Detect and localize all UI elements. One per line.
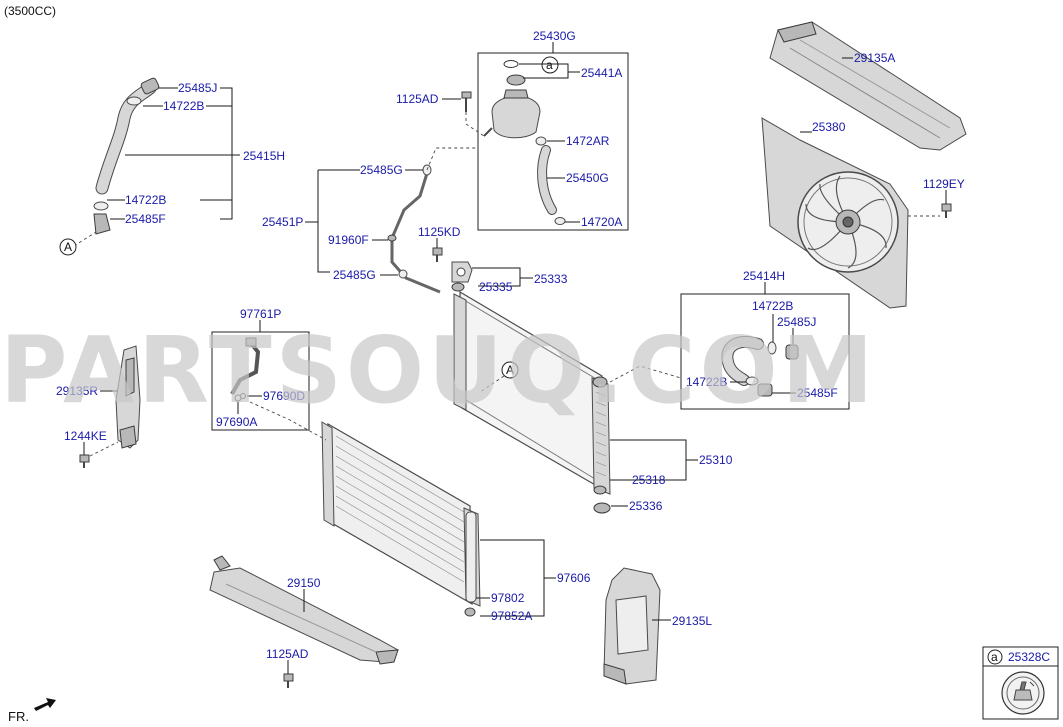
label-1125AD-top[interactable]: 1125AD [396, 92, 439, 106]
callout-A-left: A [59, 238, 77, 256]
leader-25441A [519, 63, 569, 79]
upper-hose-leaders [73, 87, 240, 247]
label-25451P[interactable]: 25451P [262, 215, 303, 229]
label-29135A[interactable]: 29135A [854, 51, 895, 65]
front-arrow-icon [34, 698, 56, 711]
label-14722B-right2[interactable]: 14722B [686, 375, 727, 389]
ac-line-97761P[interactable] [230, 337, 261, 402]
side-air-guard-29135L[interactable] [603, 567, 661, 685]
label-14722B-right[interactable]: 14722B [752, 299, 793, 313]
upper-hose-assembly[interactable] [93, 77, 160, 235]
label-1125AD-low[interactable]: 1125AD [266, 647, 309, 661]
under-cover-29150[interactable] [209, 555, 399, 665]
label-97761P[interactable]: 97761P [240, 307, 281, 321]
label-1472AR[interactable]: 1472AR [566, 134, 610, 148]
watermark: PARTSOUQ.COM [0, 317, 877, 424]
callout-A-center: A [501, 361, 519, 379]
label-25450G[interactable]: 25450G [566, 171, 609, 185]
label-25485F-low[interactable]: 25485F [125, 212, 166, 226]
label-25485J-top[interactable]: 25485J [178, 81, 217, 95]
mount-insulator-25336[interactable] [593, 502, 611, 514]
callout-a-legend: a [991, 650, 998, 664]
label-1244KE[interactable]: 1244KE [64, 429, 107, 443]
label-25336[interactable]: 25336 [629, 499, 663, 513]
reservoir-hose-25450G[interactable] [535, 136, 566, 225]
bolt-1129EY[interactable] [941, 203, 952, 218]
label-25333[interactable]: 25333 [534, 272, 568, 286]
bolt-1125AD-low[interactable] [283, 673, 294, 688]
label-97690A[interactable]: 97690A [216, 415, 257, 429]
condenser-97606[interactable] [321, 421, 481, 617]
svg-text:A: A [64, 240, 72, 254]
label-25485G-top[interactable]: 25485G [360, 163, 403, 177]
label-25415H[interactable]: 25415H [243, 149, 285, 163]
label-91960F[interactable]: 91960F [328, 233, 369, 247]
reservoir-tank[interactable] [483, 74, 541, 139]
upper-air-guard-29135A[interactable] [769, 21, 967, 151]
label-25328C: 25328C [1008, 650, 1050, 664]
label-25485G-low[interactable]: 25485G [333, 268, 376, 282]
svg-text:A: A [506, 363, 514, 377]
label-25335[interactable]: 25335 [479, 280, 513, 294]
bolt-1244KE[interactable] [79, 454, 90, 468]
label-1129EY[interactable]: 1129EY [923, 177, 965, 191]
label-97606[interactable]: 97606 [557, 571, 591, 585]
label-97852A[interactable]: 97852A [491, 609, 532, 623]
svg-text:a: a [546, 58, 553, 72]
label-29150[interactable]: 29150 [287, 576, 321, 590]
label-1125KD[interactable]: 1125KD [418, 225, 461, 239]
label-29135R[interactable]: 29135R [56, 384, 98, 398]
label-25485F-right[interactable]: 25485F [797, 386, 838, 400]
fan-shroud-25380[interactable] [761, 117, 909, 309]
bolt-1125AD-top[interactable] [461, 91, 472, 112]
bracket-25333[interactable] [432, 247, 473, 292]
callout-a-reservoir: a [541, 56, 559, 74]
label-97802[interactable]: 97802 [491, 591, 525, 605]
front-direction-label: FR. [8, 709, 29, 724]
side-air-guard-29135R[interactable] [115, 345, 141, 449]
label-25430G[interactable]: 25430G [533, 29, 576, 43]
label-14722B-low[interactable]: 14722B [125, 193, 166, 207]
label-25318[interactable]: 25318 [632, 473, 666, 487]
label-14720A[interactable]: 14720A [581, 215, 622, 229]
legend-25328C-box[interactable]: a 25328C [982, 646, 1059, 720]
cap-seal-ring [503, 60, 519, 68]
label-25380[interactable]: 25380 [812, 120, 846, 134]
label-25414H[interactable]: 25414H [743, 269, 785, 283]
label-25485J-right[interactable]: 25485J [777, 315, 816, 329]
label-14722B-top[interactable]: 14722B [163, 99, 204, 113]
label-25310[interactable]: 25310 [699, 453, 733, 467]
label-29135L[interactable]: 29135L [672, 614, 712, 628]
label-97690D[interactable]: 97690D [263, 389, 305, 403]
radiator-25310[interactable] [453, 290, 611, 495]
engine-spec-label: (3500CC) [4, 4, 56, 18]
lower-hose-assembly[interactable] [721, 336, 799, 397]
label-25441A[interactable]: 25441A [581, 66, 622, 80]
